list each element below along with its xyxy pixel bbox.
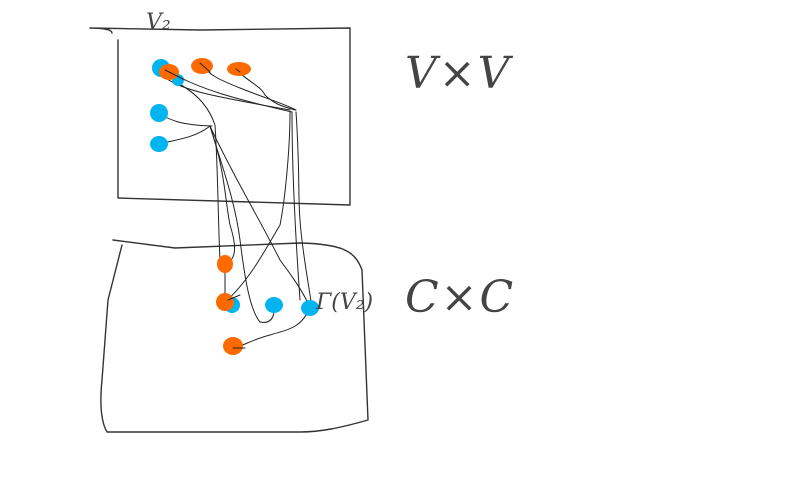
top-nodes xyxy=(150,58,251,152)
label-gamma-v2: Γ(V₂) xyxy=(316,290,374,315)
edge xyxy=(209,125,311,309)
edge xyxy=(209,125,236,266)
bottom-box-outline xyxy=(100,239,369,433)
edge xyxy=(295,111,313,309)
label-v2: V₂ xyxy=(146,10,171,35)
node-blue xyxy=(150,104,168,122)
label-cxc: C×C xyxy=(405,272,516,323)
edge xyxy=(167,70,293,113)
edge xyxy=(224,111,291,303)
node-orange xyxy=(223,337,243,355)
label-vxv: V×V xyxy=(405,48,512,99)
node-blue xyxy=(301,300,319,316)
node-blue xyxy=(150,136,168,152)
node-orange xyxy=(216,293,234,311)
bottom-nodes xyxy=(216,255,319,355)
edge xyxy=(175,81,221,261)
edge xyxy=(209,125,275,323)
node-orange xyxy=(217,255,233,273)
edge xyxy=(291,111,301,301)
edge xyxy=(235,68,296,111)
node-orange xyxy=(227,62,251,76)
edge-overlays xyxy=(164,62,246,349)
edge xyxy=(231,307,311,349)
node-blue xyxy=(265,297,283,313)
top-box-outline xyxy=(89,27,351,206)
